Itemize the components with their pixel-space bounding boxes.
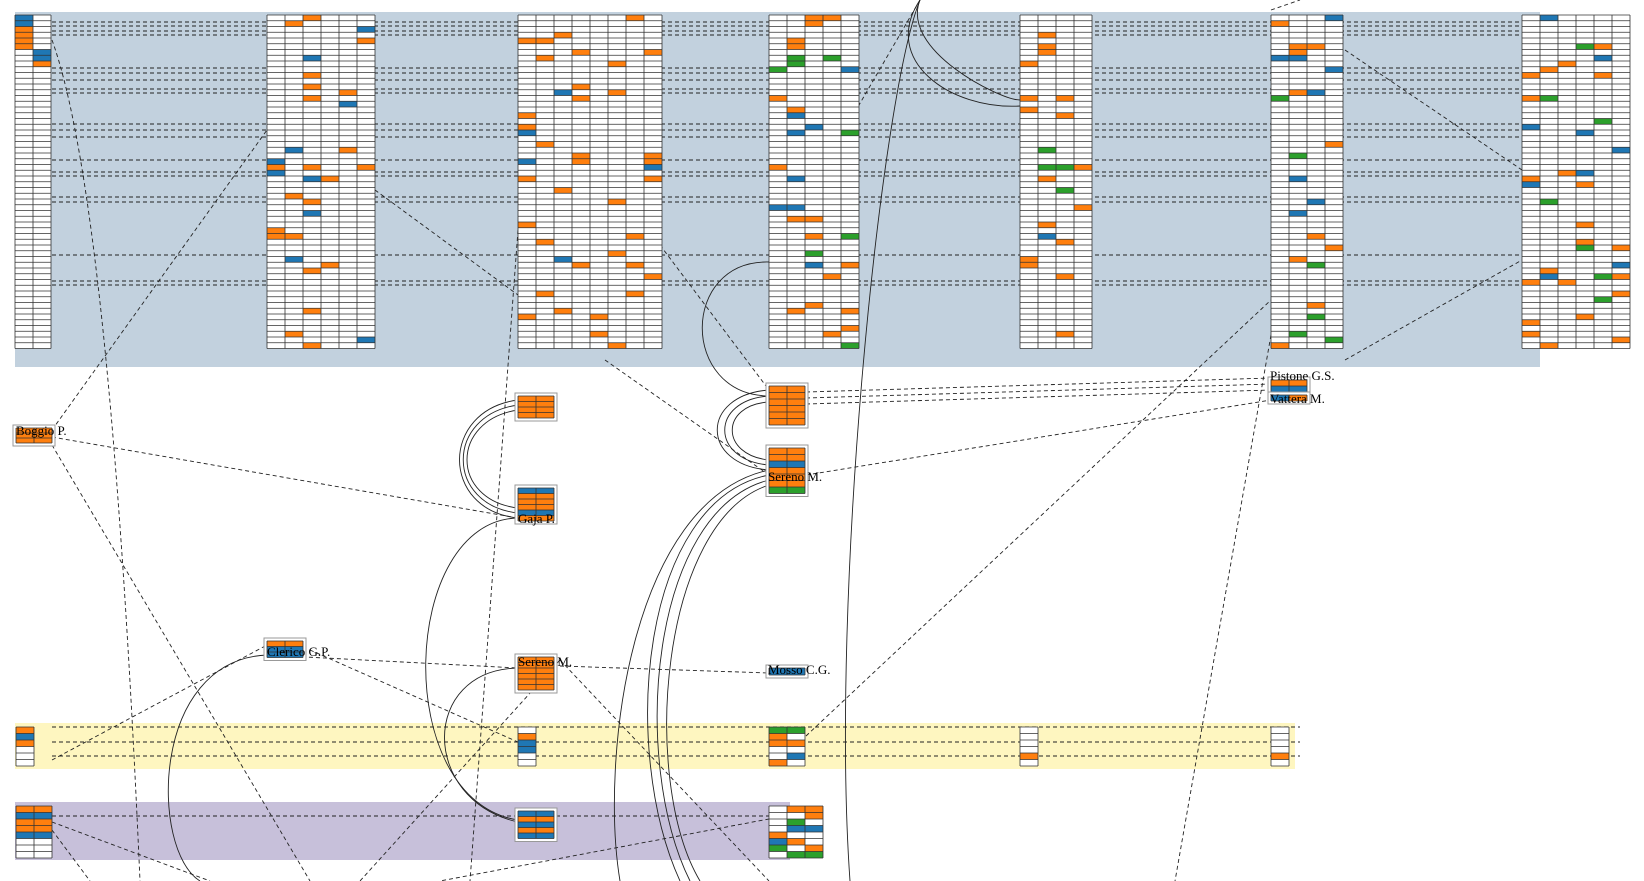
matrix-node-23 [1270, 726, 1290, 767]
label-boggio: Boggio P. [16, 423, 67, 438]
matrix-node-1 [14, 14, 52, 349]
label-clerico: Clerico G.P. [267, 644, 330, 659]
label-gaja: Gaja P. [518, 511, 555, 526]
matrix-node-5 [1019, 14, 1093, 349]
matrix-nodes [12, 14, 1631, 859]
matrix-node-12 [765, 444, 809, 497]
matrix-node-25 [768, 805, 824, 859]
matrix-node-14 [514, 653, 558, 694]
matrix-node-6 [1270, 14, 1344, 349]
label-sereno-upper: Sereno M. [768, 469, 822, 484]
band-yellow [15, 723, 1295, 769]
label-sereno-lower: Sereno M. [518, 654, 572, 669]
matrix-node-18 [514, 807, 558, 842]
matrix-node-8 [12, 424, 56, 447]
matrix-node-4 [768, 14, 860, 349]
label-vattera: Vattera M. [1270, 391, 1325, 406]
label-mosso: Mosso C.G. [768, 662, 831, 677]
matrix-node-11 [765, 382, 809, 429]
matrix-node-15 [765, 664, 809, 679]
matrix-node-13 [263, 637, 307, 661]
label-pistone: Pistone G.S. [1270, 368, 1335, 383]
matrix-node-3 [517, 14, 663, 349]
matrix-node-21 [768, 726, 806, 767]
matrix-node-22 [1019, 726, 1039, 767]
matrix-node-7 [1521, 14, 1631, 349]
band-purple [15, 802, 790, 860]
matrix-node-17 [1267, 391, 1311, 405]
matrix-node-9 [514, 392, 558, 422]
matrix-node-24 [15, 805, 53, 859]
matrix-node-20 [517, 726, 537, 767]
matrix-node-2 [266, 14, 376, 349]
matrix-node-10 [514, 484, 558, 525]
matrix-node-19 [15, 726, 35, 767]
